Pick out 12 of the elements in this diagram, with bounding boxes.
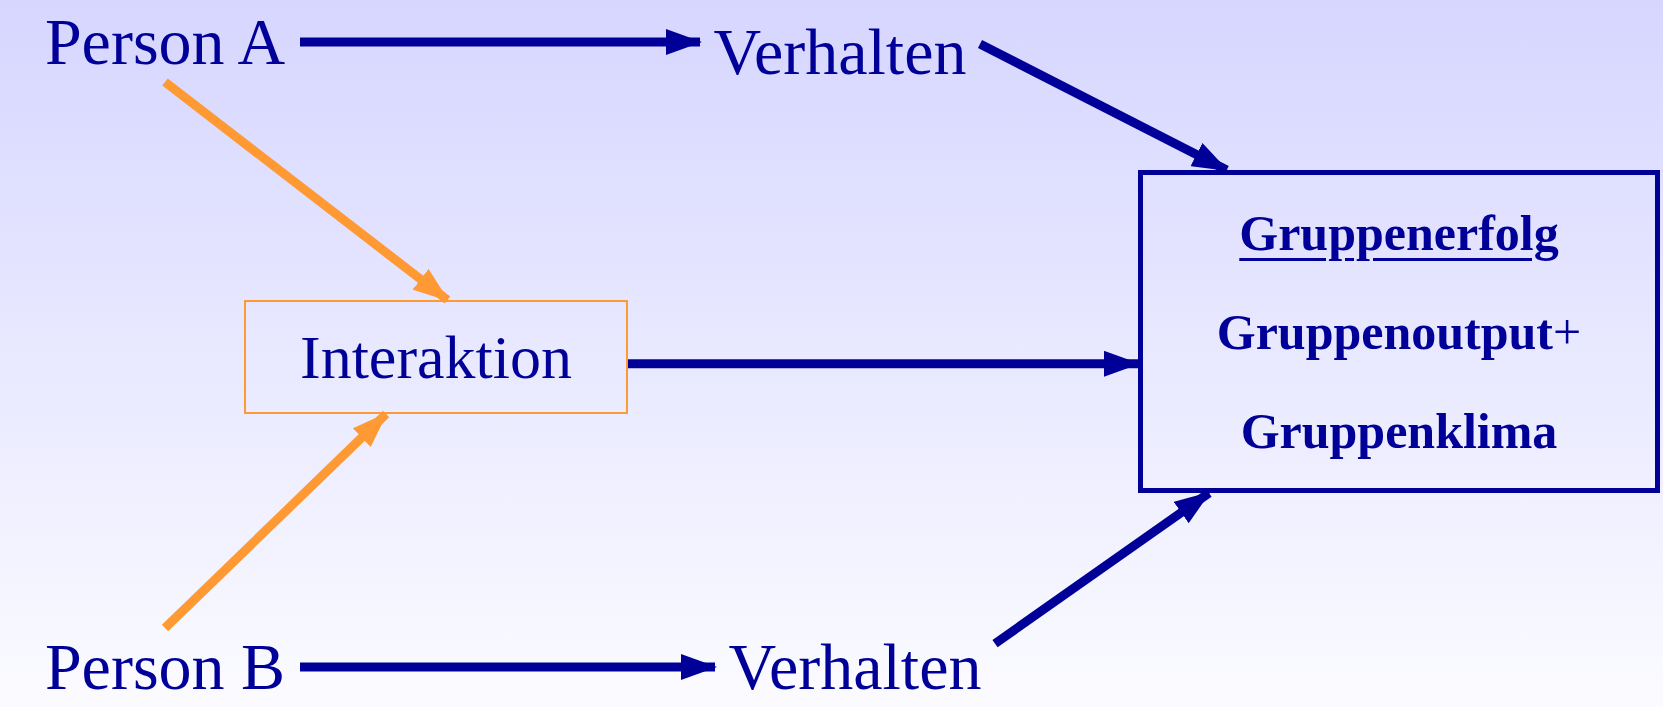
outcome-box <box>1138 170 1660 493</box>
node-label: Person B <box>30 628 300 706</box>
box-label: Interaktion <box>300 326 572 388</box>
node-label: Verhalten <box>715 628 995 706</box>
node-label: Verhalten <box>700 12 980 92</box>
process-box <box>244 300 628 414</box>
arrow <box>628 350 1140 377</box>
arrow <box>162 78 451 304</box>
arrow <box>300 654 717 680</box>
arrow <box>161 410 390 632</box>
node-label: Person A <box>30 2 300 82</box>
arrow <box>300 29 702 55</box>
